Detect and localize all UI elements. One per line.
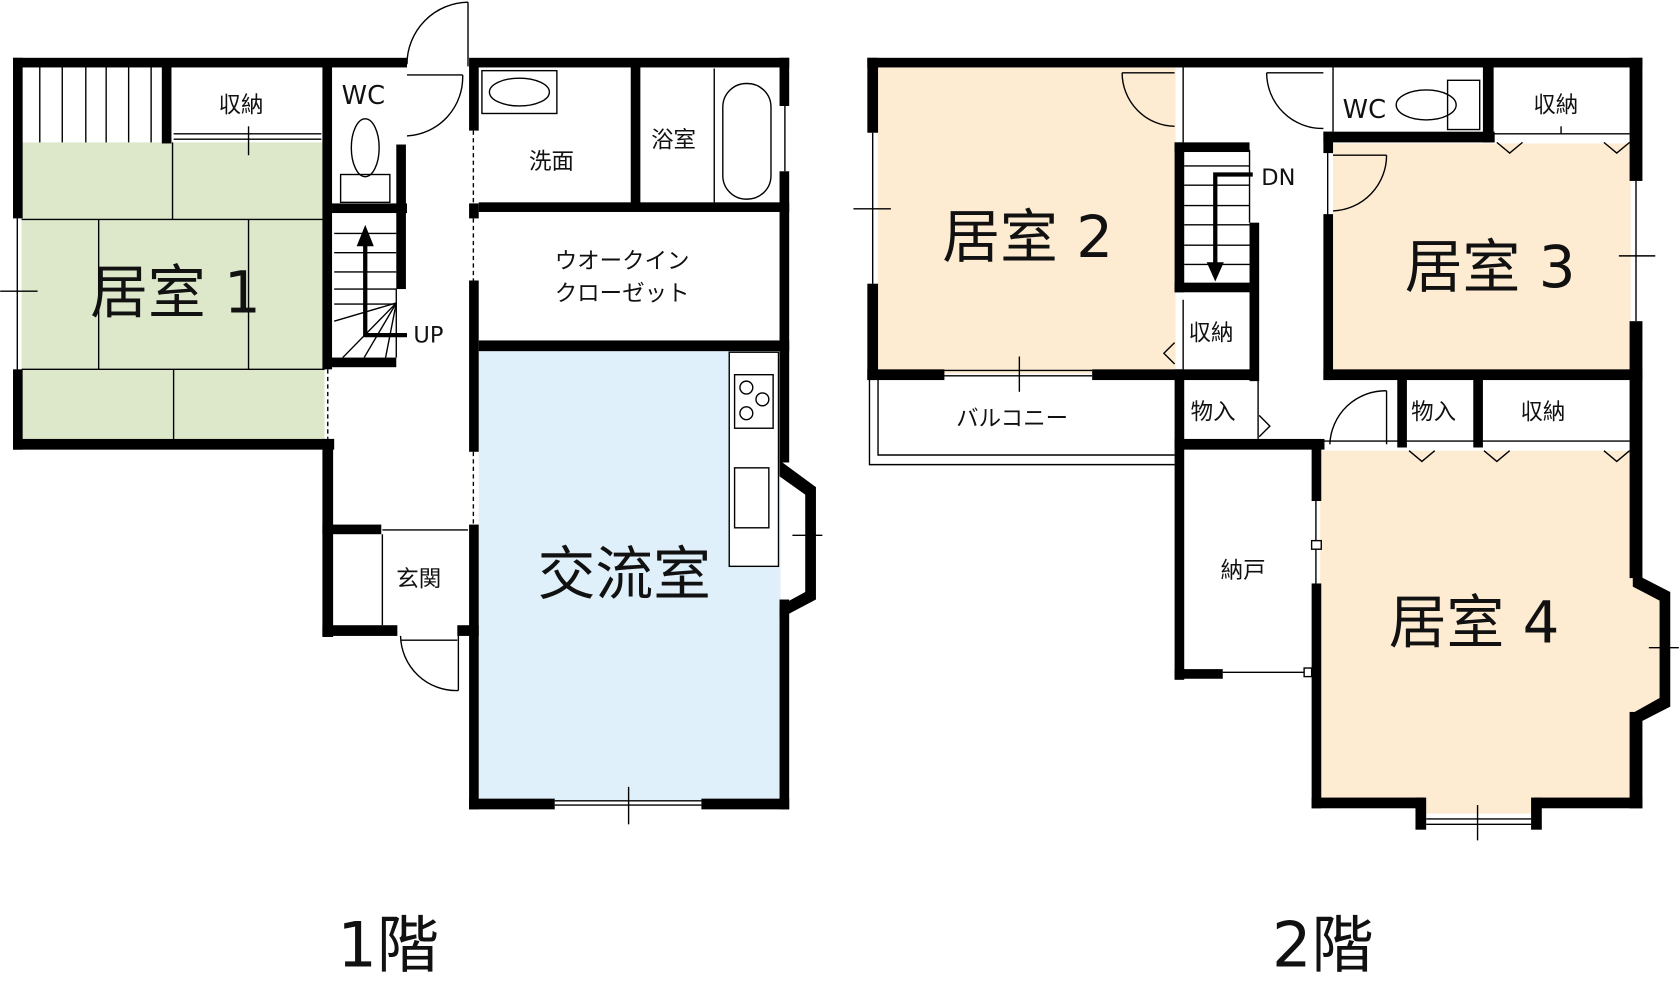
entry-door-top (406, 1, 469, 137)
washbasin-icon (481, 69, 558, 115)
floor-1-label: 1階 (337, 909, 439, 982)
nando-label: 納戸 (1221, 558, 1266, 584)
walls-1f (13, 57, 816, 810)
up-label: UP (413, 323, 443, 349)
dn-label: DN (1261, 165, 1295, 191)
toilet-icon-2f (1395, 79, 1481, 131)
up-arrow-icon (356, 224, 407, 338)
floor-1-plan: 居室 1 収納 WC UP 洗面 浴室 ウオークイン クローゼット 交流室 玄関… (0, 1, 823, 982)
bathtub-icon (713, 68, 772, 203)
bathroom-label: 浴室 (651, 128, 696, 154)
walkin-closet-label-2: クローゼット (555, 281, 690, 307)
room-3-label: 居室 3 (1405, 233, 1576, 301)
room-2-floor (878, 67, 1176, 374)
windows-2f (853, 132, 1679, 841)
balcony-label: バルコニー (956, 406, 1068, 432)
entrance-door (381, 529, 469, 692)
doors-2f (1121, 67, 1631, 678)
storage-mid-label: 収納 (1189, 320, 1234, 346)
room-1-label: 居室 1 (90, 259, 261, 327)
tatami-lines (21, 142, 325, 441)
storage-label: 収納 (219, 92, 264, 118)
closet-shelves (39, 66, 322, 156)
exchange-room-label: 交流室 (538, 540, 711, 608)
kitchen-counter (728, 351, 780, 568)
storage-top-label: 収納 (1533, 92, 1578, 118)
room-2-label: 居室 2 (942, 203, 1113, 271)
toilet-icon (339, 118, 391, 204)
down-arrow-icon (1206, 172, 1253, 282)
walls-2f (867, 57, 1671, 830)
floor-2-plan: 居室 2 居室 3 居室 4 WC 収納 DN 収納 バルコニー 物入 物入 収… (853, 57, 1679, 982)
entrance-label: 玄関 (396, 567, 441, 593)
storage-right-label: 収納 (1520, 400, 1565, 426)
room-4-floor (1320, 450, 1660, 814)
closet-a-label: 物入 (1191, 400, 1236, 426)
room-3-floor (1333, 143, 1631, 373)
wc-label-2f: WC (1343, 95, 1386, 125)
floor-2-label: 2階 (1272, 909, 1374, 982)
room-4-label: 居室 4 (1389, 588, 1560, 656)
washroom-label: 洗面 (529, 149, 574, 175)
closet-b-label: 物入 (1411, 400, 1456, 426)
windows-1f (0, 105, 823, 825)
walkin-closet-label: ウオークイン (555, 249, 690, 275)
wc-label: WC (342, 81, 385, 111)
balcony-outline (868, 380, 1175, 466)
